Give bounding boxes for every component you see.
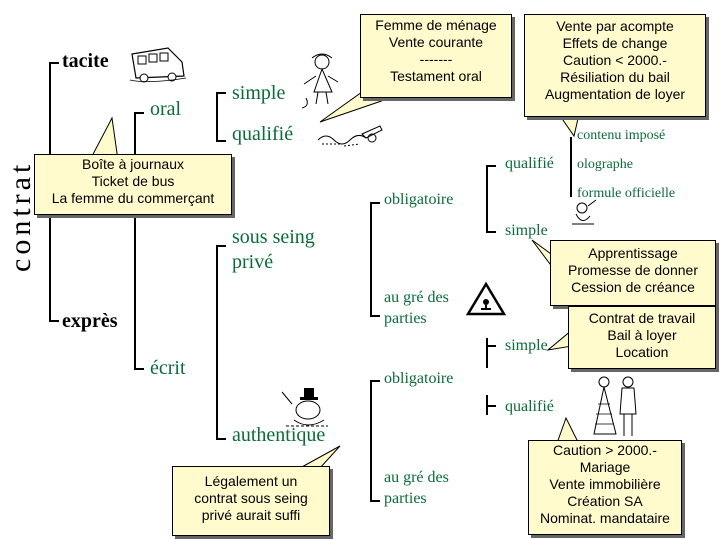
notary-icon — [281, 388, 328, 427]
bracket-qualifie-items — [570, 137, 572, 197]
label-oral: oral — [150, 98, 182, 120]
writer-icon — [572, 199, 597, 225]
bracket-oral — [216, 92, 218, 142]
callout-auth-note: Légalement un contrat sous seing privé a… — [172, 466, 330, 536]
callout-examples-auth: Caution > 2000.- Mariage Vente immobiliè… — [528, 440, 682, 535]
warning-sign-icon — [465, 281, 507, 316]
bracket-ecrit — [216, 245, 218, 440]
callout-examples-oral: Femme de ménage Vente courante ------- T… — [360, 14, 512, 98]
label-expres: exprès — [62, 310, 118, 332]
label-auth-qualifie: qualifié — [505, 398, 554, 415]
bus-icon — [129, 47, 187, 83]
label-auth-obligatoire: obligatoire — [384, 370, 454, 387]
label-ssp-gre-simple: simple — [505, 337, 548, 354]
label-oral-qualifie: qualifié — [232, 123, 294, 145]
bracket-ssp-oblig — [486, 165, 488, 233]
label-ssp-au-gre: au gré des parties — [384, 289, 449, 327]
pen-writing-icon — [317, 125, 383, 147]
label-oral-simple: simple — [232, 82, 286, 104]
label-tacite: tacite — [62, 50, 109, 72]
woman-icon — [301, 53, 339, 109]
item-formule-officielle: formule officielle — [577, 186, 676, 201]
label-auth-au-gre: au gré des parties — [384, 469, 449, 507]
bracket-ssp — [370, 202, 372, 317]
item-olographe: olographe — [577, 157, 633, 172]
callout-examples-ssp-simple: Apprentissage Promesse de donner Cession… — [550, 240, 716, 306]
label-ecrit: écrit — [150, 357, 186, 379]
label-ssp-oblig-qualifie: qualifié — [505, 155, 554, 172]
bracket-auth — [370, 380, 372, 502]
label-ssp-oblig-simple: simple — [505, 222, 548, 239]
couple-icon — [593, 376, 637, 436]
bracket-ssp-gre — [486, 338, 488, 368]
callout-examples-tacite: Boîte à journaux Ticket de bus La femme … — [34, 154, 232, 215]
label-authentique: authentique — [232, 424, 326, 446]
callout-examples-qualifie: Vente par acompte Effets de change Cauti… — [524, 14, 706, 117]
callout-examples-ssp-gre: Contrat de travail Bail à loyer Location — [568, 306, 716, 369]
item-contenu-impose: contenu imposé — [577, 128, 666, 143]
label-ssp-obligatoire: obligatoire — [384, 191, 454, 208]
bracket-form — [134, 112, 136, 370]
label-sous-seing: sous seing privé — [232, 226, 315, 273]
